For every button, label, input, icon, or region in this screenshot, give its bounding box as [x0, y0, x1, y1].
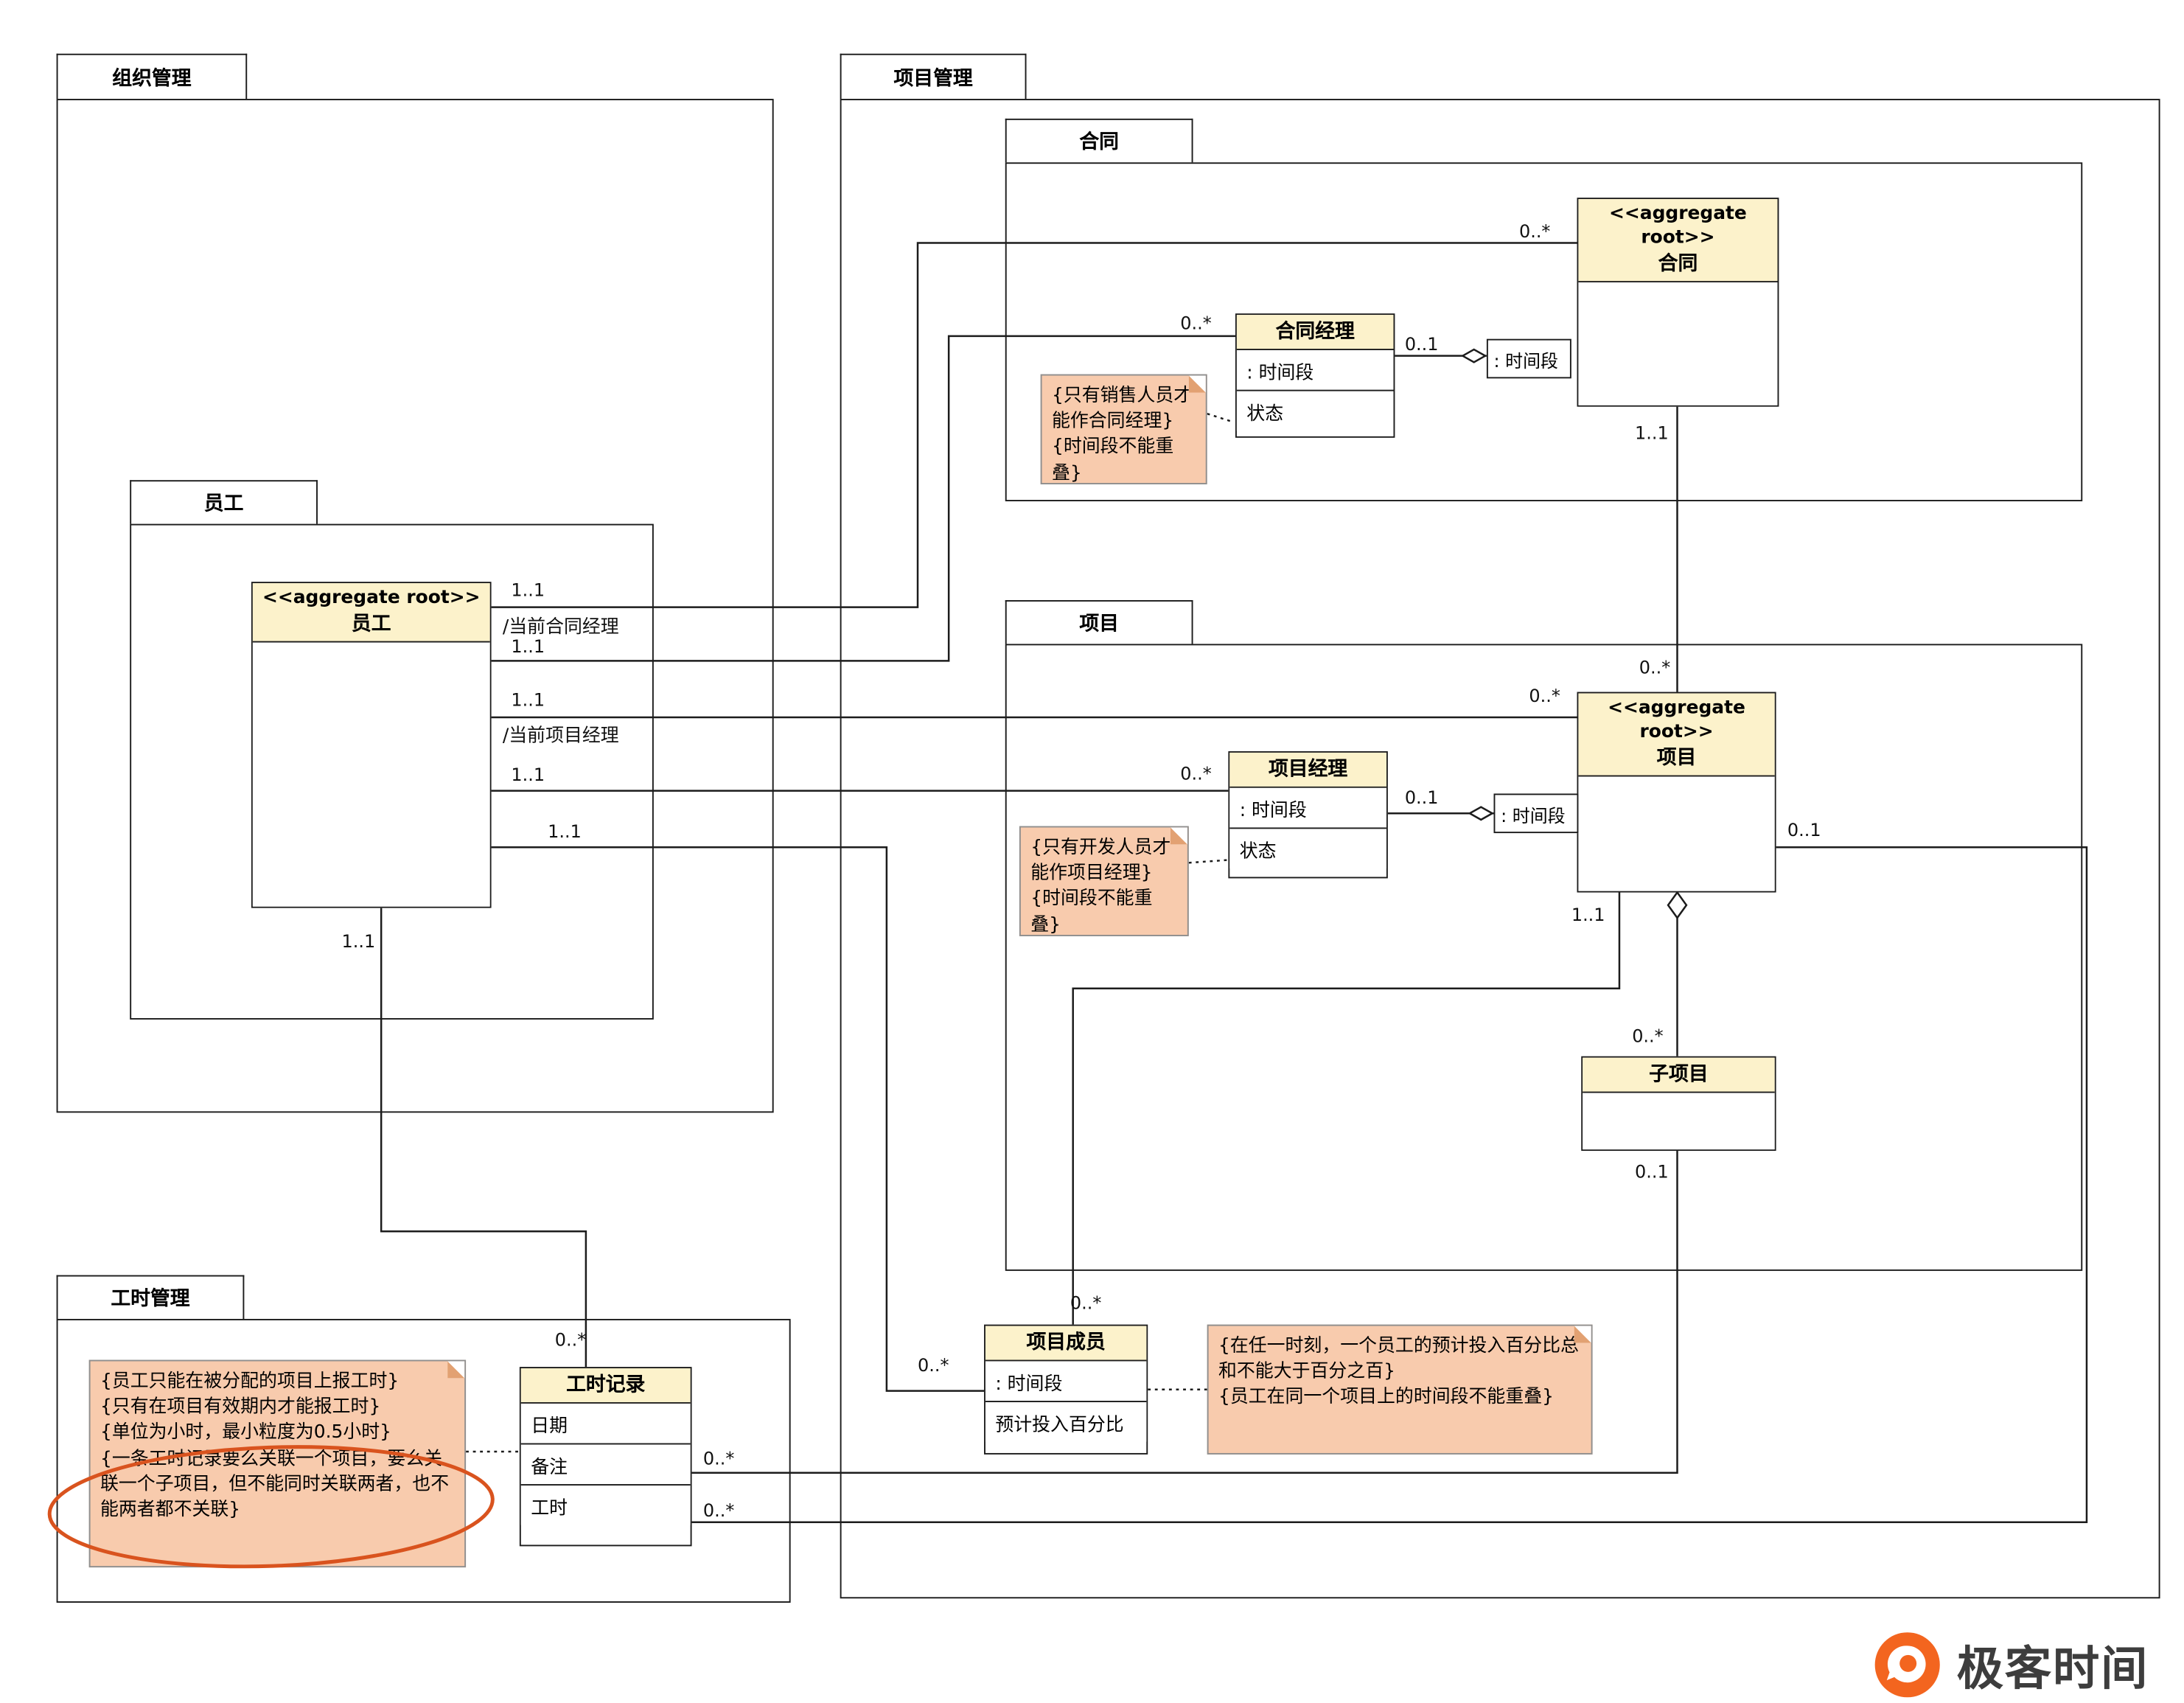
class-timesheet-record-header: 工时记录	[520, 1368, 691, 1404]
class-timesheet-record: 工时记录 日期 备注 工时	[519, 1367, 692, 1547]
class-contract-timespan-name: : 时间段	[1493, 349, 1559, 371]
class-project-manager-header: 项目经理	[1229, 752, 1386, 789]
multiplicity-proj-record-record: 0..*	[702, 1500, 735, 1521]
geektime-logo: 极客时间	[1874, 1631, 2149, 1699]
role-current-contract-manager: /当前合同经理	[502, 617, 619, 638]
attribute-remark: 备注	[520, 1443, 691, 1485]
multiplicity-emp-cm-cm: 0..*	[1180, 312, 1212, 334]
class-contract-body	[1578, 282, 1778, 405]
multiplicity-emp-record-record: 0..*	[554, 1328, 587, 1351]
class-project-member: 项目成员 : 时间段 预计投入百分比	[984, 1324, 1148, 1455]
multiplicity-contract-proj-proj: 0..*	[1639, 656, 1671, 678]
class-contract-stereotype: <<aggregate root>>	[1609, 203, 1747, 248]
package-org-management-tab: 组织管理	[56, 53, 248, 100]
class-project-header: <<aggregate root>> 项目	[1578, 693, 1775, 777]
package-project-label: 项目	[1079, 613, 1119, 635]
package-contract-label: 合同	[1079, 131, 1119, 154]
note-project-manager-rule: {只有开发人员才能作项目经理} {时间段不能重叠}	[1019, 826, 1189, 936]
geektime-logo-icon	[1874, 1632, 1940, 1698]
class-subproject-body	[1583, 1093, 1775, 1150]
attribute-planned-percent: 预计投入百分比	[985, 1401, 1147, 1442]
role-current-project-manager: /当前项目经理	[502, 725, 619, 748]
class-contract-timespan: : 时间段	[1486, 338, 1571, 379]
class-subproject-name: 子项目	[1649, 1063, 1709, 1086]
multiplicity-emp-contract-emp: 1..1	[511, 579, 545, 601]
note-contract-manager-rule: {只有销售人员才能作合同经理} {时间段不能重叠}	[1040, 374, 1207, 484]
class-subproject: 子项目	[1581, 1056, 1776, 1152]
multiplicity-proj-member-proj: 1..1	[1571, 903, 1605, 925]
multiplicity-emp-proj-emp: 1..1	[511, 689, 545, 711]
package-project-body	[1005, 644, 2083, 1271]
multiplicity-proj-member-member: 0..*	[1070, 1292, 1102, 1314]
package-project-management-label: 项目管理	[893, 66, 973, 90]
multiplicity-sub-record-record: 0..*	[702, 1447, 735, 1469]
multiplicity-proj-record-proj: 0..1	[1787, 818, 1821, 840]
class-project-timespan: : 时间段	[1493, 793, 1579, 834]
class-project-name: 项目	[1656, 746, 1697, 770]
multiplicity-emp-proj-proj: 0..*	[1529, 684, 1560, 706]
class-contract-manager: 合同经理 : 时间段 状态	[1235, 313, 1395, 438]
class-project-member-name: 项目成员	[1026, 1331, 1106, 1354]
geektime-logo-text: 极客时间	[1956, 1640, 2149, 1696]
multiplicity-emp-contract-contract: 0..*	[1518, 220, 1551, 242]
package-contract-tab: 合同	[1005, 118, 1193, 163]
multiplicity-proj-sub-sub: 0..*	[1632, 1025, 1664, 1047]
attribute-hours: 工时	[520, 1484, 691, 1525]
multiplicity-emp-pm-pm: 0..*	[1180, 762, 1212, 784]
class-project-body	[1578, 776, 1775, 891]
attribute-status: 状态	[1236, 390, 1394, 431]
class-employee: <<aggregate root>> 员工	[251, 582, 492, 908]
multiplicity-emp-cm-emp: 1..1	[511, 635, 545, 657]
class-employee-name: 员工	[351, 613, 391, 635]
multiplicity-emp-pm-emp: 1..1	[511, 764, 545, 785]
multiplicity-emp-member-emp: 1..1	[548, 820, 582, 842]
class-employee-header: <<aggregate root>> 员工	[252, 583, 490, 643]
note-timesheet-rule: {员工只能在被分配的项目上报工时} {只有在项目有效期内才能报工时} {单位为小…	[88, 1359, 467, 1568]
package-timesheet-label: 工时管理	[111, 1287, 190, 1311]
multiplicity-contract-proj-contract: 1..1	[1635, 422, 1669, 444]
attribute-timespan: : 时间段	[985, 1361, 1147, 1401]
attribute-status: 状态	[1229, 827, 1386, 869]
multiplicity-emp-record-emp: 1..1	[341, 930, 376, 952]
class-project-timespan-name: : 时间段	[1501, 804, 1566, 826]
multiplicity-cm-timespan: 0..1	[1404, 333, 1439, 355]
package-org-management-label: 组织管理	[112, 66, 192, 90]
class-subproject-header: 子项目	[1583, 1057, 1775, 1093]
note-project-member-rule: {在任一时刻，一个员工的预计投入百分比总和不能大于百分之百} {员工在同一个项目…	[1207, 1324, 1593, 1455]
class-timesheet-record-name: 工时记录	[566, 1373, 646, 1397]
class-contract-manager-header: 合同经理	[1236, 315, 1394, 351]
package-project-management-tab: 项目管理	[840, 53, 1027, 100]
multiplicity-sub-record-sub: 0..1	[1635, 1160, 1669, 1183]
class-employee-body	[252, 642, 490, 907]
multiplicity-pm-timespan: 0..1	[1404, 786, 1439, 808]
package-employee-tab: 员工	[130, 480, 318, 524]
attribute-date: 日期	[520, 1404, 691, 1443]
package-employee-label: 员工	[203, 492, 244, 516]
class-project: <<aggregate root>> 项目	[1577, 692, 1776, 893]
multiplicity-emp-member-member: 0..*	[918, 1354, 949, 1376]
class-project-member-header: 项目成员	[985, 1326, 1147, 1362]
attribute-timespan: : 时间段	[1229, 788, 1386, 828]
class-project-stereotype: <<aggregate root>>	[1608, 697, 1745, 743]
class-contract: <<aggregate root>> 合同	[1577, 198, 1779, 407]
attribute-timespan: : 时间段	[1236, 350, 1394, 391]
class-contract-header: <<aggregate root>> 合同	[1578, 199, 1778, 283]
class-project-manager-name: 项目经理	[1268, 758, 1348, 781]
class-contract-manager-name: 合同经理	[1275, 320, 1355, 344]
class-employee-stereotype: <<aggregate root>>	[262, 587, 481, 609]
class-contract-name: 合同	[1658, 252, 1698, 276]
package-timesheet-tab: 工时管理	[56, 1275, 245, 1319]
package-project-tab: 项目	[1005, 600, 1193, 644]
class-project-manager: 项目经理 : 时间段 状态	[1228, 750, 1388, 879]
